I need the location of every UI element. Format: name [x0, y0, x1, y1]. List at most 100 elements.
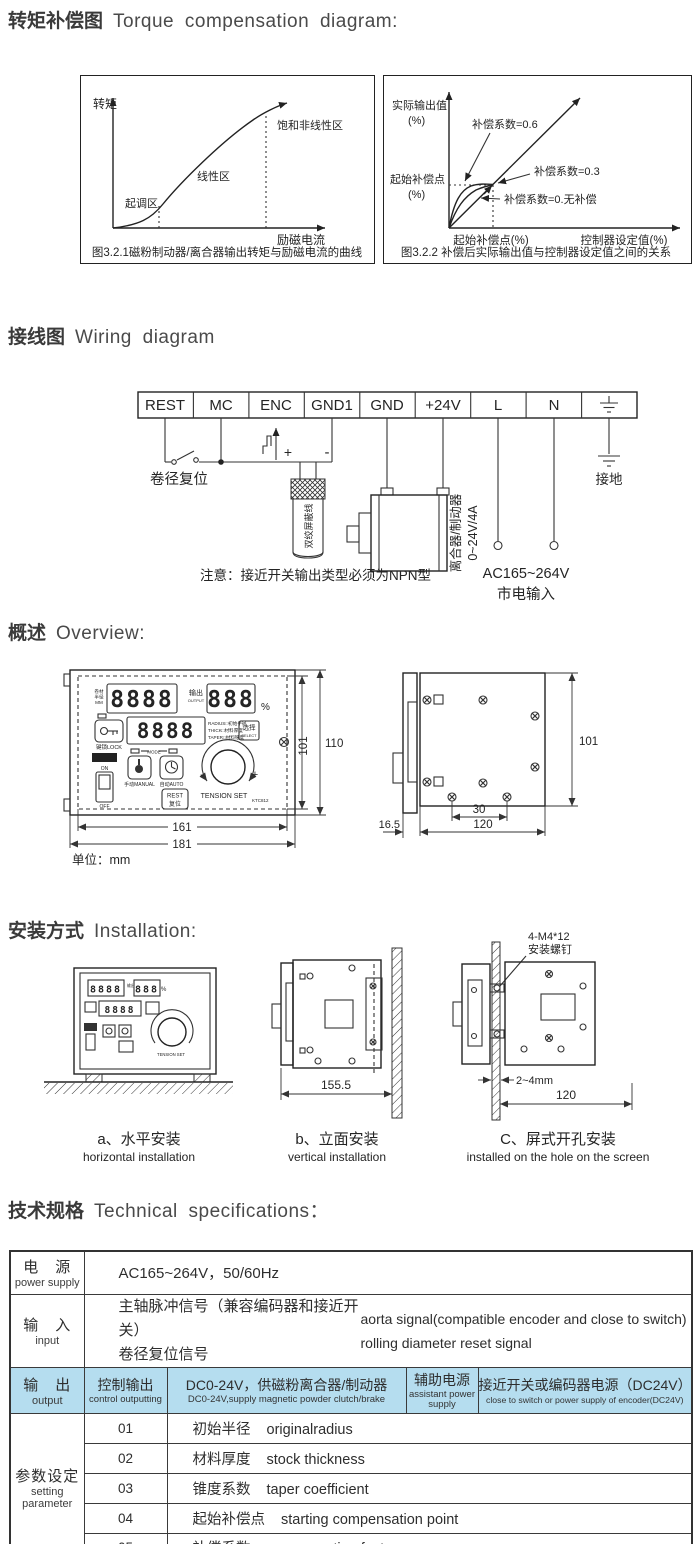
- on-label: ON: [101, 766, 109, 772]
- dim-110: 110: [325, 738, 343, 750]
- param-en-2: parameter: [22, 1498, 73, 1511]
- spec-row-output: 输 出 output 控制输出 control outputting DC0-2…: [9, 1366, 693, 1414]
- rest-label-1: REST: [167, 794, 183, 800]
- y-label-1: 实际输出值: [392, 98, 447, 112]
- param-04-en: starting compensation point: [281, 1511, 459, 1528]
- spec-row-input: 输 入 input 主轴脉冲信号（兼容编码器和接近开关） 卷径复位信号 aort…: [9, 1293, 693, 1368]
- spec-row-param-04: 04 起始补偿点 starting compensation point: [10, 1502, 693, 1534]
- install-c-screen: 4-M4*12 安装螺钉 2~4mm: [452, 931, 650, 1164]
- assist-power-en-1: assistant power: [408, 1388, 475, 1400]
- caption-c-en: installed on the hole on the screen: [467, 1150, 650, 1164]
- zone-saturation-label: 饱和非线性区: [277, 118, 343, 132]
- heading-wiring-zh: 接线图: [8, 327, 66, 348]
- dial-icon: [164, 760, 179, 774]
- input-signal-zh-1: 主轴脉冲信号（兼容编码器和接近开关）: [118, 1297, 359, 1339]
- output-col2: DC0-24V，供磁粉离合器/制动器 DC0-24V,supply magnet…: [166, 1366, 407, 1414]
- param-04-no: 04: [83, 1502, 168, 1534]
- output-col3: 辅助电源 assistant power supply: [405, 1366, 479, 1414]
- comp03-arrow: [497, 173, 531, 185]
- percent-sign: %: [261, 702, 270, 713]
- power-label: POWER: [95, 756, 115, 762]
- comp06-label: 补偿系数=0.6: [472, 117, 538, 131]
- hand-icon: [135, 759, 143, 773]
- control-output-en: control outputting: [89, 1393, 162, 1405]
- input-zh: 输 入: [23, 1317, 72, 1334]
- caption-a-en: horizontal installation: [83, 1150, 195, 1164]
- fig-321-torque-curve: 转矩 起调区 线性区 饱和非线性区 励磁电流 图3.2.1磁粉制动器/离合器输出…: [80, 75, 375, 264]
- terminal-gnd1: GND1: [311, 397, 353, 414]
- clutch-brake: 离合器/制动器 0~24V/4A: [346, 418, 480, 572]
- heading-install-en: Installation:: [94, 921, 197, 942]
- tension-set-label: TENSION SET: [201, 793, 248, 800]
- param-05-en: compensation factor: [267, 1541, 398, 1544]
- comp-curve-03: [448, 184, 494, 229]
- param-02-no: 02: [83, 1442, 168, 1474]
- output-col1: 控制输出 control outputting: [83, 1366, 168, 1414]
- clutch-label-1: 离合器/制动器: [448, 493, 463, 572]
- param-01-zh: 初始半径: [192, 1421, 251, 1438]
- dim-101: 101: [298, 736, 310, 755]
- c-clamp-screws: [493, 984, 501, 1038]
- disp1-label-2: 半径: [94, 694, 104, 701]
- param-row-3: TAPER□材料锥度: [208, 734, 245, 741]
- param-04-zh: 起始补偿点: [192, 1511, 266, 1528]
- terminal-mc: MC: [209, 397, 232, 414]
- lcd-param: 8888: [137, 719, 196, 743]
- terminal-gnd: GND: [370, 397, 404, 414]
- caption-a-zh: a、水平安装: [97, 1131, 180, 1148]
- output-zh: 输 出: [23, 1376, 72, 1394]
- heading-overview-zh: 概述: [8, 623, 47, 644]
- disp1-label-1: 卷材: [94, 688, 104, 694]
- input-signal-en-2: rolling diameter reset signal: [360, 1334, 532, 1351]
- param-02-en: stock thickness: [266, 1451, 365, 1468]
- power-header: 电 源 power supply: [9, 1250, 85, 1295]
- param-row-2: THICK□材料厚度: [208, 727, 243, 734]
- output-en: OUTPUT: [188, 698, 205, 703]
- rest-button: REST 复位: [161, 788, 189, 810]
- plus-sign: +: [284, 444, 292, 460]
- param-row-1: RADIUS□初始半径: [208, 720, 247, 727]
- heading-wiring: 接线图 Wiring diagram: [8, 322, 215, 349]
- panel-screw-icon: [278, 736, 290, 748]
- lcd-radius: 8888: [110, 687, 173, 713]
- terminal-strip: REST MC ENC GND1 GND +24V L N: [137, 391, 638, 419]
- auto-button: 自动AUTO: [159, 755, 184, 788]
- rest-label-2: 复位: [169, 800, 181, 808]
- output-zh: 输出: [189, 688, 203, 697]
- overview-drawings: 卷材 半径 MM 8888 输出 OUTPUT 888 % 键锁LOCK 888…: [63, 669, 598, 867]
- x-axis-label: 励磁电流: [277, 232, 325, 247]
- install-a-horizontal: 8888 输出 888 % 8888 TENSION SET a、水平安装 ho…: [44, 967, 233, 1164]
- knob-plus: +: [252, 769, 258, 781]
- unit-label: 单位：mm: [72, 852, 130, 867]
- output-col4: 接近开关或编码器电源（DC24V） close to switch or pow…: [477, 1366, 693, 1414]
- comp0-arrow: [480, 194, 501, 202]
- spec-table: 电 源 power supply AC165~264V，50/60Hz 输 入 …: [9, 1250, 694, 1544]
- select-en: SELECT: [241, 733, 257, 738]
- side-view: 101 30 120 16.5: [379, 672, 598, 838]
- cross-arrow: [483, 185, 493, 195]
- power-switch: POWER ON OFF: [92, 753, 117, 810]
- power-en: power supply: [14, 1277, 80, 1290]
- mini-tension-label: TENSION SET: [157, 1052, 185, 1057]
- screw-label-2: 安装螺钉: [528, 942, 572, 956]
- heading-specs-en: Technical specifications：: [94, 1201, 330, 1222]
- param-en-1: setting: [31, 1486, 64, 1499]
- caption-b-en: vertical installation: [288, 1150, 386, 1164]
- output-header: 输 出 output: [9, 1366, 85, 1414]
- manual-label: 手动MANUAL: [124, 781, 155, 788]
- heading-wiring-en: Wiring diagram: [75, 327, 215, 348]
- start-point-2: (%): [408, 189, 425, 201]
- param-03-en: taper coefficient: [266, 1481, 369, 1498]
- reset-label: 卷径复位: [150, 470, 208, 488]
- param-05-desc: 补偿系数 compensation factor: [166, 1532, 693, 1544]
- mains-label-2: 市电输入: [497, 586, 555, 603]
- select-button: 选择 SELECT: [238, 720, 260, 741]
- terminal-n: N: [549, 397, 560, 414]
- dc-output-en: DC0-24V,supply magnetic powder clutch/br…: [187, 1393, 386, 1405]
- param-05-zh: 补偿系数: [168, 1541, 251, 1544]
